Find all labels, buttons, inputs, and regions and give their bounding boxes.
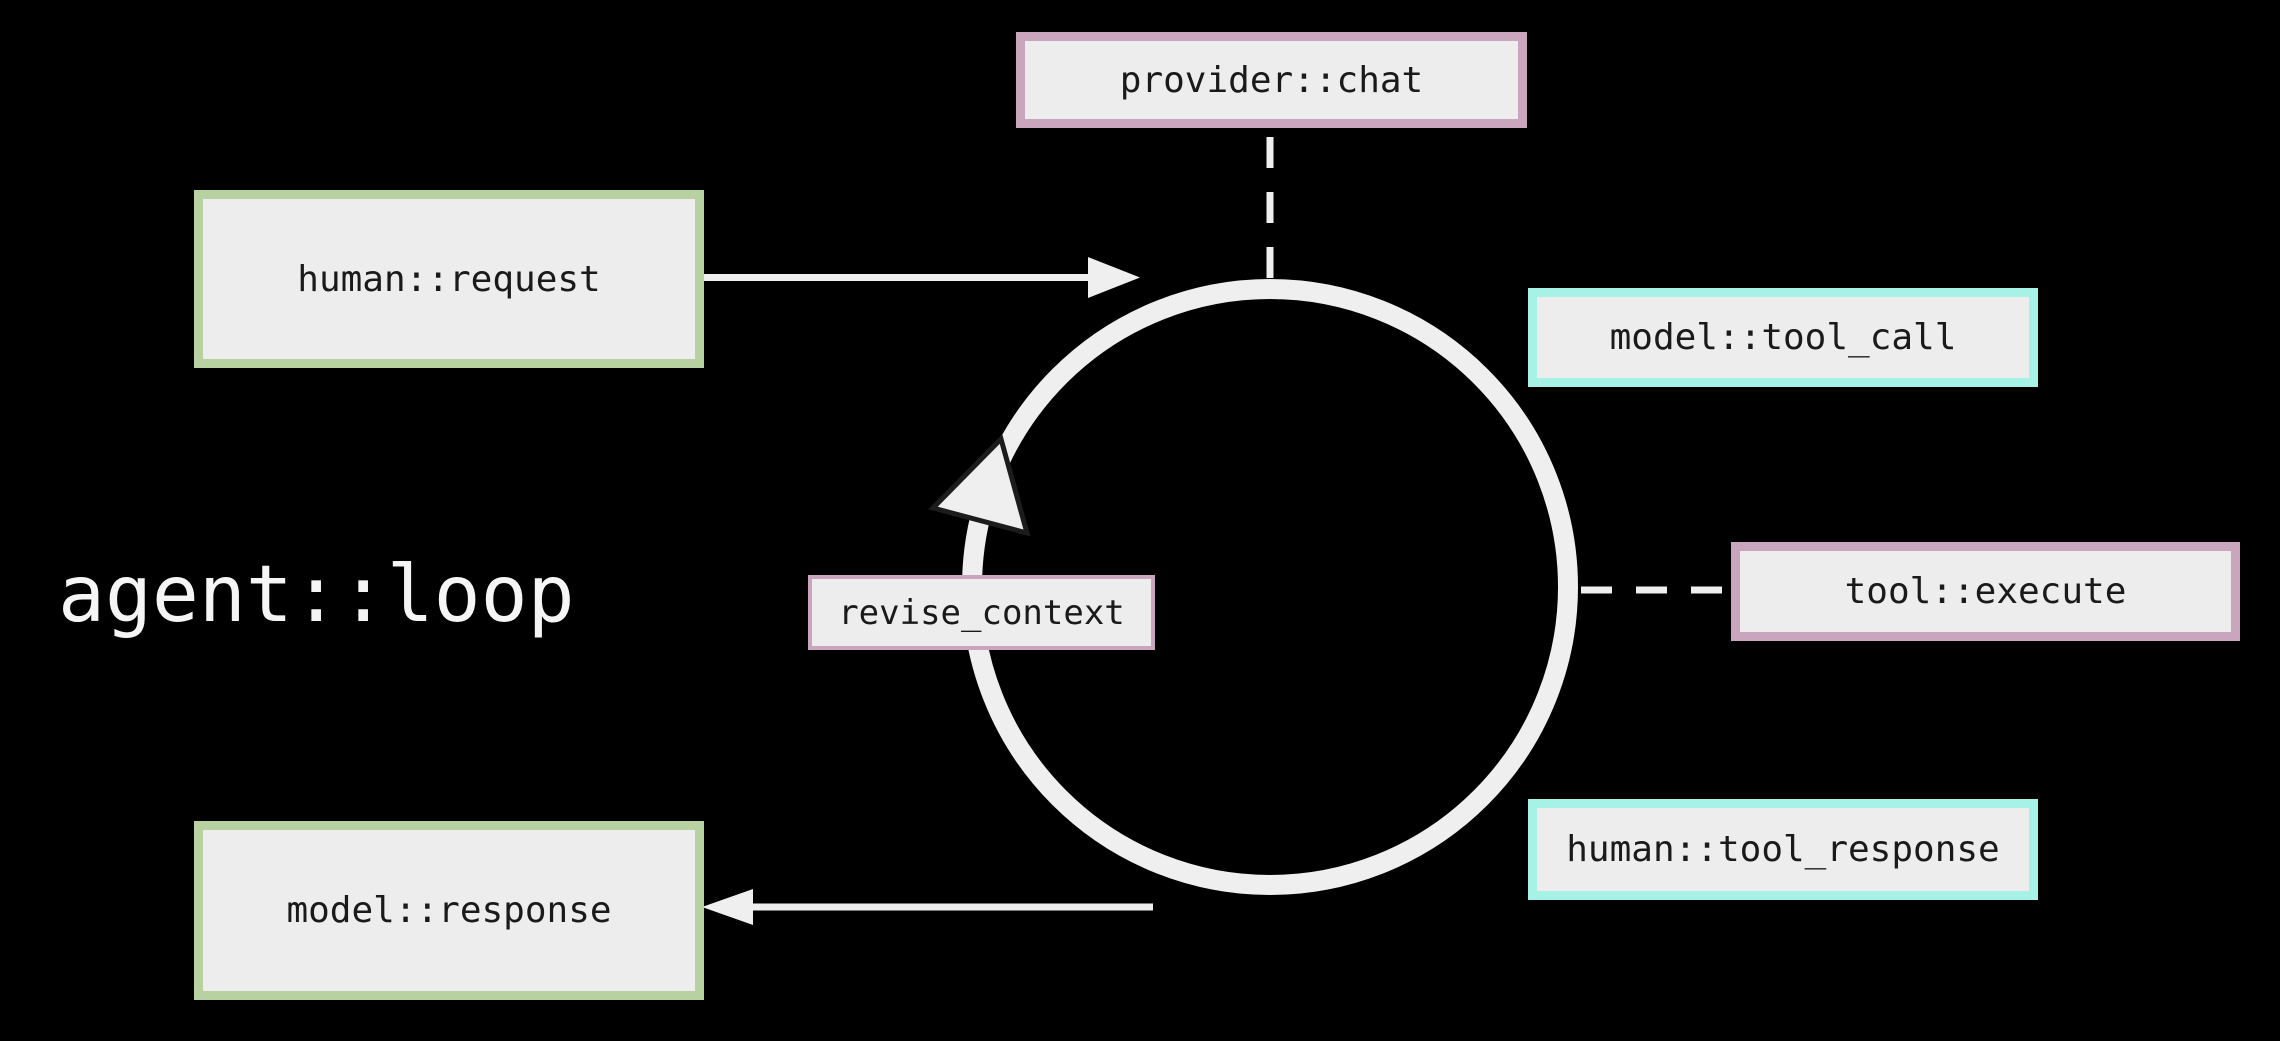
node-provider-chat: provider::chat: [1016, 32, 1527, 128]
arrowhead-right-icon: [1088, 257, 1140, 298]
loop-title: agent::loop: [58, 550, 575, 640]
node-human-tool-response: human::tool_response: [1528, 799, 2038, 900]
node-model-response: model::response: [194, 821, 704, 1000]
node-model-response-label: model::response: [286, 890, 612, 931]
node-tool-execute: tool::execute: [1731, 542, 2240, 641]
node-provider-chat-label: provider::chat: [1119, 59, 1424, 101]
node-human-request: human::request: [194, 190, 704, 368]
model-response-arrow: [702, 889, 1153, 925]
loop-direction-arrowhead-icon: [928, 434, 1031, 537]
node-revise-context-label: revise_context: [838, 592, 1125, 633]
node-tool-execute-label: tool::execute: [1844, 571, 2127, 612]
human-request-arrow: [704, 257, 1140, 298]
node-revise-context: revise_context: [808, 575, 1155, 650]
node-human-request-label: human::request: [297, 258, 601, 300]
arrowhead-left-icon: [702, 889, 753, 925]
node-model-tool-call-label: model::tool_call: [1609, 317, 1957, 358]
node-human-tool-response-label: human::tool_response: [1566, 829, 2000, 870]
node-model-tool-call: model::tool_call: [1528, 288, 2038, 387]
